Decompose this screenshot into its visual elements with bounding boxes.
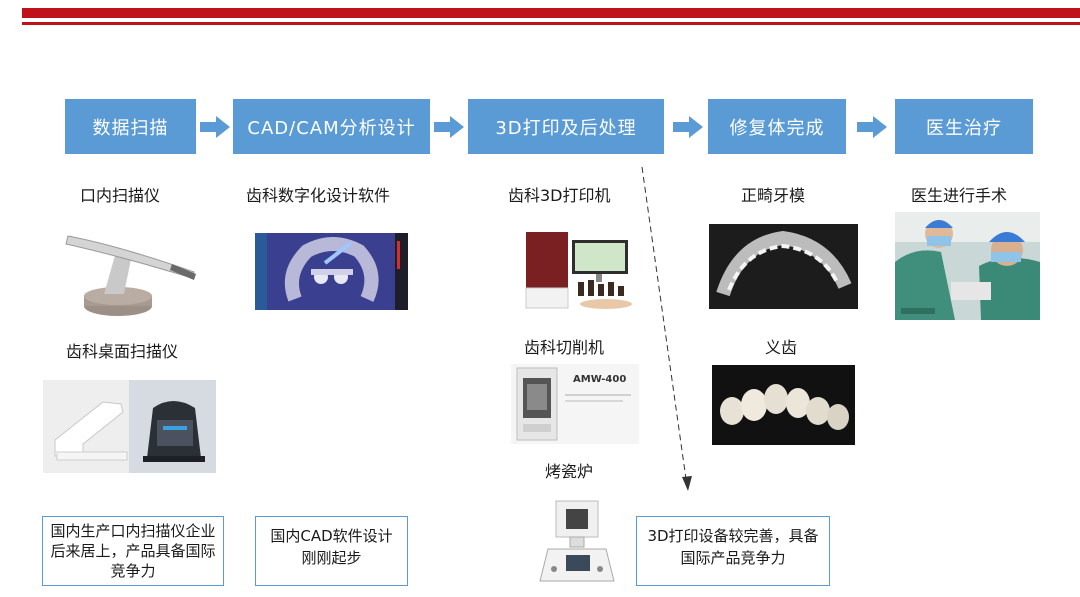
step-restoration-done: 修复体完成 [708,99,846,154]
label-porcelain-furnace: 烤瓷炉 [545,462,594,481]
note-scanner: 国内生产口内扫描仪企业后来居上，产品具备国际竞争力 [42,516,224,586]
note-cad: 国内CAD软件设计刚刚起步 [255,516,408,586]
desktop-scanner-image [43,380,216,473]
arrow-right-icon [673,116,703,138]
label-cad-software: 齿科数字化设计软件 [246,186,391,205]
label-intraoral-scanner: 口内扫描仪 [80,186,161,205]
arrow-right-icon [434,116,464,138]
step-treatment: 医生治疗 [895,99,1033,154]
label-milling-machine: 齿科切削机 [524,338,605,357]
step-data-scan: 数据扫描 [65,99,196,154]
arrow-right-icon [857,116,887,138]
label-3d-printer: 齿科3D打印机 [508,186,611,205]
milling-machine-image: AMW-400 [511,364,639,444]
intraoral-scanner-image [60,224,200,320]
note-3d-print: 3D打印设备较完善，具备国际产品竞争力 [636,516,830,586]
label-surgery: 医生进行手术 [911,186,1008,205]
label-orthodontic-model: 正畸牙模 [741,186,806,205]
cad-software-image [255,233,408,310]
divider-arrow-icon [641,166,692,491]
header-bar-thick [22,8,1080,18]
label-dentures: 义齿 [765,338,798,357]
dentures-image [712,365,855,445]
header-bar-thin [22,22,1080,25]
orthodontic-model-image [709,224,858,309]
label-desktop-scanner: 齿科桌面扫描仪 [66,342,179,361]
3d-printer-image [520,226,648,312]
step-cad-cam: CAD/CAM分析设计 [233,99,430,154]
arrow-right-icon [200,116,230,138]
step-3d-print: 3D打印及后处理 [468,99,664,154]
surgery-image [895,212,1040,320]
milling-model-text: AMW-400 [573,374,627,385]
porcelain-furnace-image [536,497,618,585]
